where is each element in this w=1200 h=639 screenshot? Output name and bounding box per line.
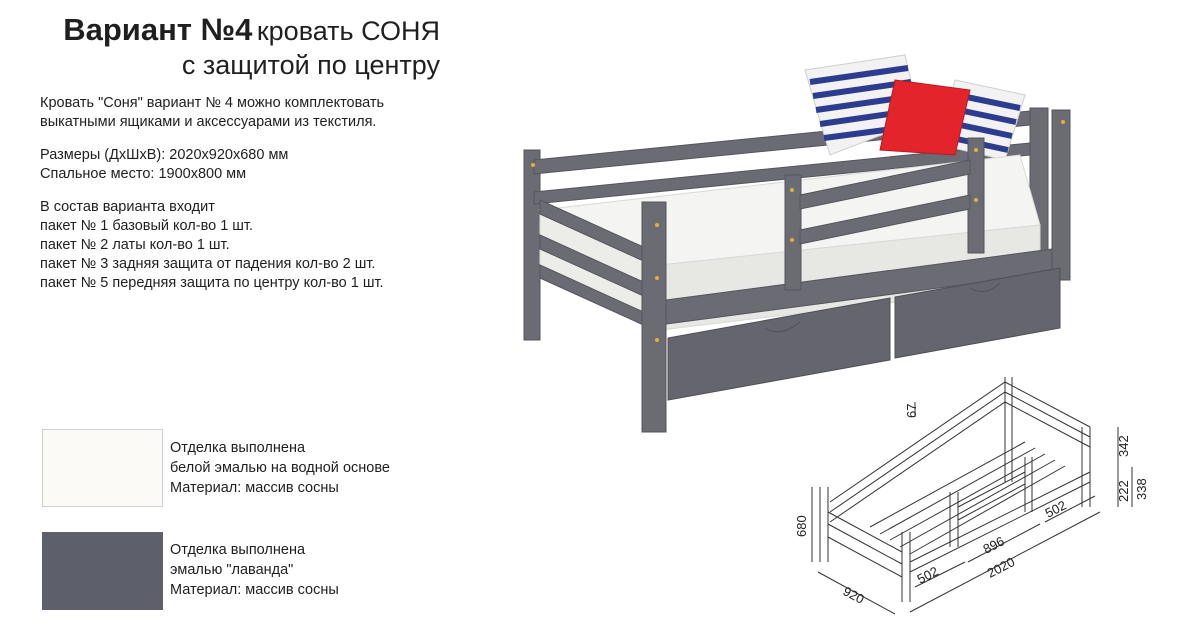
finish-line: белой эмалью на водной основе <box>170 460 390 476</box>
title-variant: Вариант №4 <box>63 12 253 47</box>
intro-text: Кровать "Соня" вариант № 4 можно комплек… <box>40 94 480 132</box>
dim-338: 338 <box>1134 478 1149 500</box>
white-finish-text: Отделка выполнена белой эмалью на водной… <box>170 438 390 498</box>
bed-illustration <box>523 54 1071 433</box>
dim-2020: 2020 <box>985 554 1018 580</box>
sleep-place-line: Спальное место: 1900х800 мм <box>40 166 247 182</box>
finish-material: Материал: массив сосны <box>170 480 339 496</box>
kit-list: В состав варианта входит пакет № 1 базов… <box>40 198 480 293</box>
kit-title: В состав варианта входит <box>40 199 215 215</box>
size-line: Размеры (ДхШхВ): 2020х920х680 мм <box>40 147 289 163</box>
dim-502-right: 502 <box>1043 497 1069 520</box>
white-finish-swatch <box>42 429 163 507</box>
dim-502-left: 502 <box>915 563 941 586</box>
finish-line: эмалью "лаванда" <box>170 562 294 578</box>
kit-item: пакет № 5 передняя защита по центру кол-… <box>40 275 384 291</box>
finish-line: Отделка выполнена <box>170 542 306 558</box>
red-pillow <box>879 79 971 156</box>
page-title: Вариант №4 кровать СОНЯ с защитой по цен… <box>40 12 440 80</box>
lavender-finish-swatch <box>42 532 163 610</box>
lavender-finish-text: Отделка выполнена эмалью "лаванда" Матер… <box>170 540 339 600</box>
title-subline: с защитой по центру <box>181 49 440 80</box>
intro-line-2: выкатными ящиками и аксессуарами из текс… <box>40 114 377 130</box>
drawer <box>667 297 891 401</box>
dimension-drawing: 67 342 222 338 680 502 896 502 2020 920 <box>794 377 1149 615</box>
kit-item: пакет № 3 задняя защита от падения кол-в… <box>40 256 376 272</box>
size-text: Размеры (ДхШхВ): 2020х920х680 мм Спально… <box>40 146 480 184</box>
drawer <box>894 267 1061 359</box>
dim-342: 342 <box>1116 435 1131 457</box>
dim-222: 222 <box>1116 480 1131 502</box>
kit-item: пакет № 2 латы кол-во 1 шт. <box>40 237 230 253</box>
description-block: Кровать "Соня" вариант № 4 можно комплек… <box>40 94 480 305</box>
intro-line-1: Кровать "Соня" вариант № 4 можно комплек… <box>40 95 385 111</box>
title-product: кровать СОНЯ <box>256 16 440 46</box>
dim-67: 67 <box>904 404 919 418</box>
finish-line: Отделка выполнена <box>170 440 306 456</box>
kit-item: пакет № 1 базовый кол-во 1 шт. <box>40 218 253 234</box>
dim-680: 680 <box>794 515 809 537</box>
finish-material: Материал: массив сосны <box>170 582 339 598</box>
